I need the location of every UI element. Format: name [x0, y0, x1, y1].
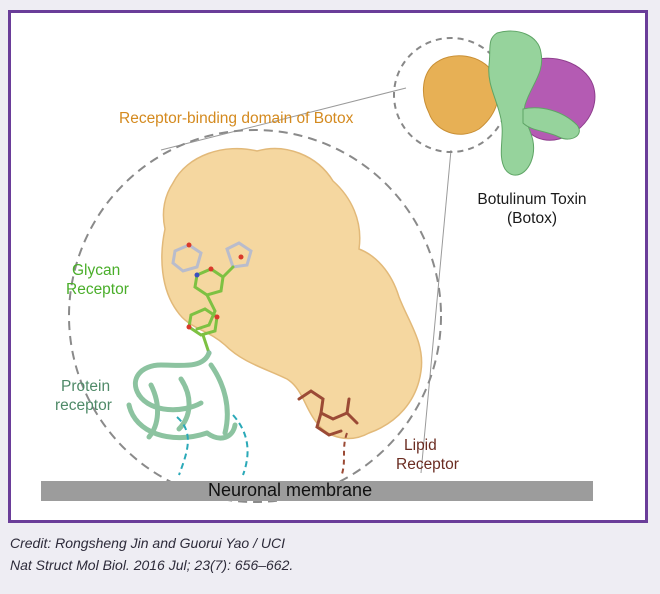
protein-anchor-2 — [232, 414, 249, 476]
zoom-line-bottom — [420, 149, 452, 474]
lipid-label-line2: Receptor — [396, 456, 459, 473]
toxin-label-line2: (Botox) — [507, 210, 557, 227]
glycan-label-line1: Glycan — [72, 262, 121, 279]
botox-full-structure — [423, 30, 596, 176]
lipid-label: Lipid Receptor — [396, 436, 459, 474]
receptor-binding-domain-surface — [161, 147, 423, 440]
protein-label-line1: Protein — [61, 378, 111, 395]
glycan-label: Glycan Receptor — [66, 261, 129, 299]
toxin-label: Botulinum Toxin (Botox) — [457, 190, 607, 228]
diagram-canvas — [41, 30, 596, 503]
toxin-label-line1: Botulinum Toxin — [477, 191, 587, 208]
lipid-receptor-molecule — [297, 389, 359, 437]
figure-panel: Receptor-binding domain of Botox Botulin… — [8, 10, 648, 523]
neuronal-membrane-bar — [41, 481, 593, 501]
lipid-label-line1: Lipid — [404, 437, 437, 454]
citation-line: Nat Struct Mol Biol. 2016 Jul; 23(7): 65… — [10, 557, 294, 573]
credit-line: Credit: Rongsheng Jin and Guorui Yao / U… — [10, 535, 285, 551]
domain-zoom-circle — [68, 129, 442, 503]
lipid-anchor — [340, 432, 348, 478]
zoom-line-top — [160, 87, 407, 151]
domain-title: Receptor-binding domain of Botox — [119, 110, 354, 127]
glycan-label-line2: Receptor — [66, 281, 129, 298]
protein-receptor-ribbon — [126, 350, 238, 441]
protein-label: Protein receptor — [55, 377, 112, 415]
membrane-label: Neuronal membrane — [208, 480, 373, 500]
glycan-receptor-molecule — [171, 241, 253, 356]
protein-label-line2: receptor — [55, 397, 112, 414]
